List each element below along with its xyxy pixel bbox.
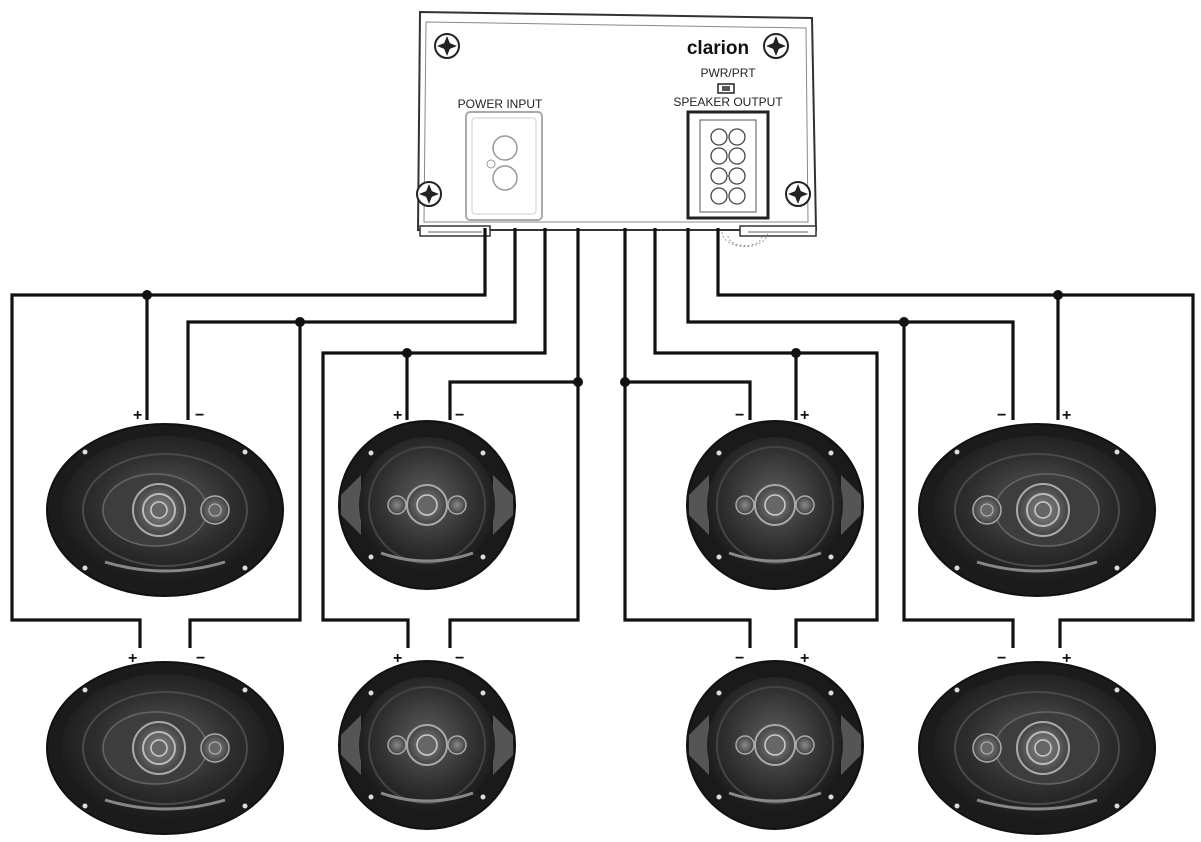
polarity-plus: + — [393, 650, 402, 667]
power-input-connector — [465, 111, 543, 221]
junction-dot — [142, 290, 152, 300]
wire-left-oval-minus-branch — [188, 322, 302, 648]
junction-dot — [573, 377, 583, 387]
polarity-minus: − — [997, 407, 1006, 424]
polarity-minus: − — [455, 407, 464, 424]
power-input-label: POWER INPUT — [458, 97, 543, 111]
polarity-plus: + — [800, 407, 809, 424]
polarity-minus: − — [997, 650, 1006, 667]
speaker-left-oval-bottom — [46, 661, 284, 835]
junction-dot — [791, 348, 801, 358]
junction-dot — [620, 377, 630, 387]
wire-left-round-plus — [321, 228, 547, 648]
polarity-marks: + − + − + − + − − + − + − + − + — [128, 407, 1071, 667]
junction-dot — [899, 317, 909, 327]
wire-left-round-minus-branch — [448, 380, 578, 420]
speaker-right-round-bottom — [686, 660, 864, 830]
polarity-plus: + — [1062, 407, 1071, 424]
wire-left-round-minus — [448, 228, 580, 648]
wire-left-oval-plus — [10, 228, 487, 648]
speaker-left-oval-top — [46, 423, 284, 597]
wire-right-round-minus-branch — [625, 380, 752, 420]
wire-right-oval-minus-branch — [902, 322, 1015, 648]
junction-dot — [295, 317, 305, 327]
wire-right-oval-minus — [686, 228, 1015, 420]
wiring — [10, 228, 1195, 648]
junction-dot — [402, 348, 412, 358]
screw-icon — [763, 33, 789, 59]
polarity-plus: + — [393, 407, 402, 424]
screw-icon — [785, 181, 811, 207]
polarity-plus: + — [128, 650, 137, 667]
polarity-minus: − — [735, 407, 744, 424]
wire-left-oval-minus — [186, 228, 517, 420]
speaker-right-oval-bottom — [918, 661, 1156, 835]
fan-icon — [721, 231, 769, 248]
speaker-output-connector — [686, 110, 770, 220]
polarity-plus: + — [133, 407, 142, 424]
speaker-right-round-top — [686, 420, 864, 590]
amplifier: clarion PWR/PRT SPEAKER OUTPUT POWER INP… — [416, 10, 818, 248]
polarity-plus: + — [800, 650, 809, 667]
polarity-minus: − — [196, 650, 205, 667]
screw-icon — [416, 181, 442, 207]
wire-right-oval-plus — [716, 228, 1195, 648]
wire-right-round-plus — [653, 228, 879, 648]
polarity-minus: − — [735, 650, 744, 667]
junction-dot — [1053, 290, 1063, 300]
speaker-output-label: SPEAKER OUTPUT — [673, 95, 783, 109]
polarity-minus: − — [455, 650, 464, 667]
polarity-plus: + — [1062, 650, 1071, 667]
indicator-label: PWR/PRT — [700, 66, 756, 80]
speaker-left-round-top — [338, 420, 516, 590]
speaker-right-oval-top — [918, 423, 1156, 597]
screw-icon — [434, 33, 460, 59]
wire-right-round-minus — [623, 228, 752, 648]
brand-logo: clarion — [687, 38, 749, 59]
speaker-left-round-bottom — [338, 660, 516, 830]
polarity-minus: − — [195, 407, 204, 424]
wire-junctions — [142, 290, 1063, 387]
